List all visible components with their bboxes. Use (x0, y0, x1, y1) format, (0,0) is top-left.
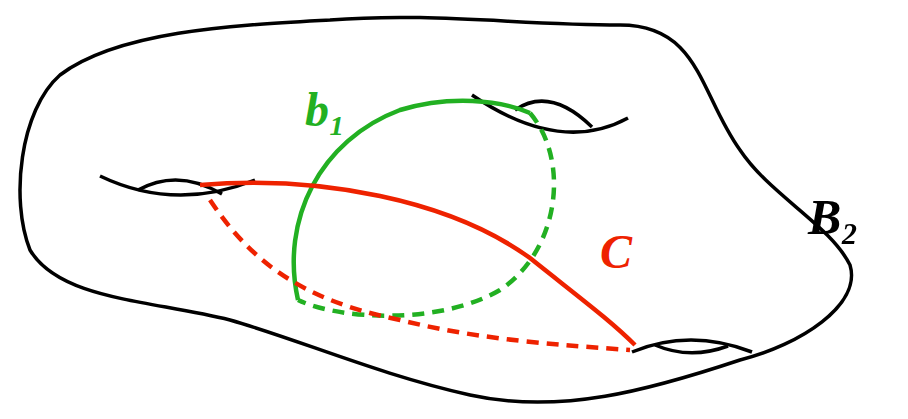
surface-label: B₂ (808, 192, 859, 242)
curve-b-back (298, 113, 554, 316)
surface-outline (20, 17, 852, 402)
hole-bottom (632, 340, 752, 352)
hole-bottom (655, 345, 728, 353)
curve-label: C (600, 228, 632, 276)
hole-left (100, 176, 255, 195)
curve-label: b₁ (305, 86, 346, 134)
curve-c-back (210, 200, 630, 350)
hole-top (515, 101, 592, 127)
hole-top (472, 95, 628, 132)
